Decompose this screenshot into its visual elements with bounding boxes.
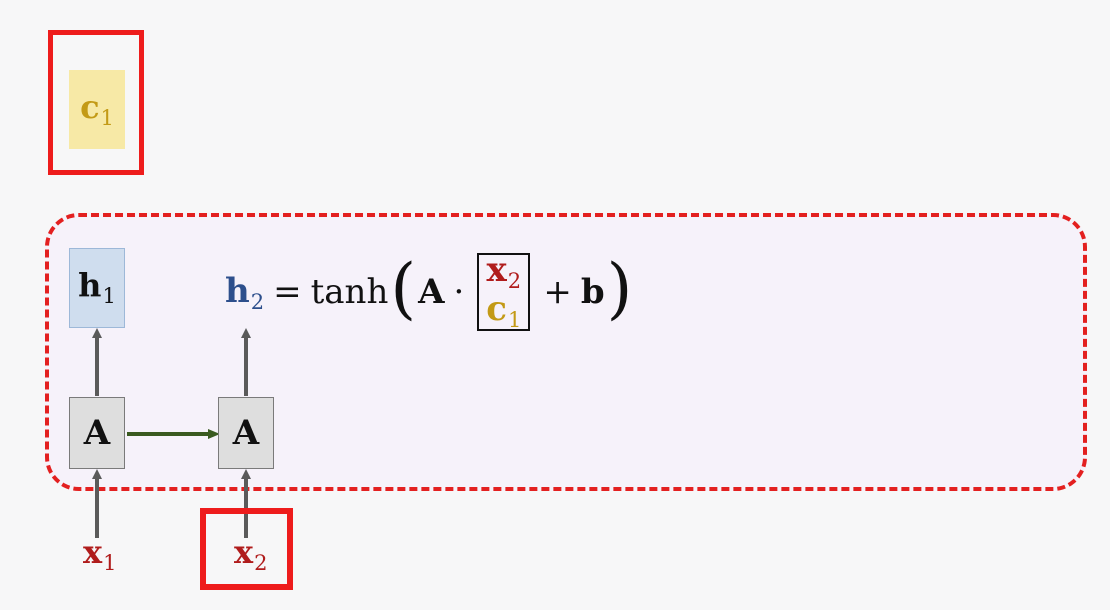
x1-label: x1 bbox=[83, 536, 116, 574]
x1-subscript: 1 bbox=[103, 551, 117, 575]
eq-vector-c1-subscript: 1 bbox=[508, 308, 522, 332]
h1-label: h1 bbox=[78, 269, 116, 307]
rnn-cell-1: A bbox=[69, 397, 125, 469]
rnn-cell-2: A bbox=[218, 397, 274, 469]
eq-vector-x2: x2 bbox=[486, 249, 522, 293]
x2-highlight-frame bbox=[200, 508, 293, 590]
eq-concat-vector: x2 c1 bbox=[477, 249, 531, 332]
h1-subscript: 1 bbox=[102, 284, 116, 308]
eq-vector-c1-base: c bbox=[486, 289, 507, 329]
x2-label: x2 bbox=[234, 536, 267, 574]
eq-bias-b: b bbox=[580, 272, 605, 312]
x2-subscript: 2 bbox=[254, 551, 268, 575]
c1-highlight-frame bbox=[48, 30, 144, 175]
eq-open-paren: ( bbox=[390, 250, 417, 327]
eq-dot: · bbox=[453, 272, 465, 312]
eq-tanh: tanh bbox=[310, 272, 389, 312]
eq-lhs: h2 bbox=[225, 271, 264, 314]
x1-base: x bbox=[83, 533, 103, 571]
h1-state-box: h1 bbox=[69, 248, 125, 328]
c1-subscript: 1 bbox=[100, 105, 114, 130]
h1-base: h bbox=[78, 266, 102, 304]
eq-close-paren: ) bbox=[606, 250, 633, 327]
eq-lhs-subscript: 2 bbox=[250, 289, 265, 314]
eq-matrix-A: A bbox=[418, 272, 445, 312]
c1-label: c1 bbox=[80, 91, 114, 129]
x2-base: x bbox=[234, 533, 254, 571]
eq-vector-x2-subscript: 2 bbox=[507, 268, 522, 293]
h2-equation: h2 = tanh ( A · x2 c1 + b ) bbox=[225, 252, 634, 332]
eq-vector-c1: c1 bbox=[486, 289, 522, 332]
eq-equals-sign: = bbox=[273, 272, 302, 312]
c1-base: c bbox=[80, 87, 100, 126]
eq-plus-sign: + bbox=[543, 272, 572, 312]
eq-lhs-base: h bbox=[225, 270, 250, 311]
eq-vector-x2-base: x bbox=[486, 249, 507, 290]
c1-state-box: c1 bbox=[69, 70, 125, 149]
